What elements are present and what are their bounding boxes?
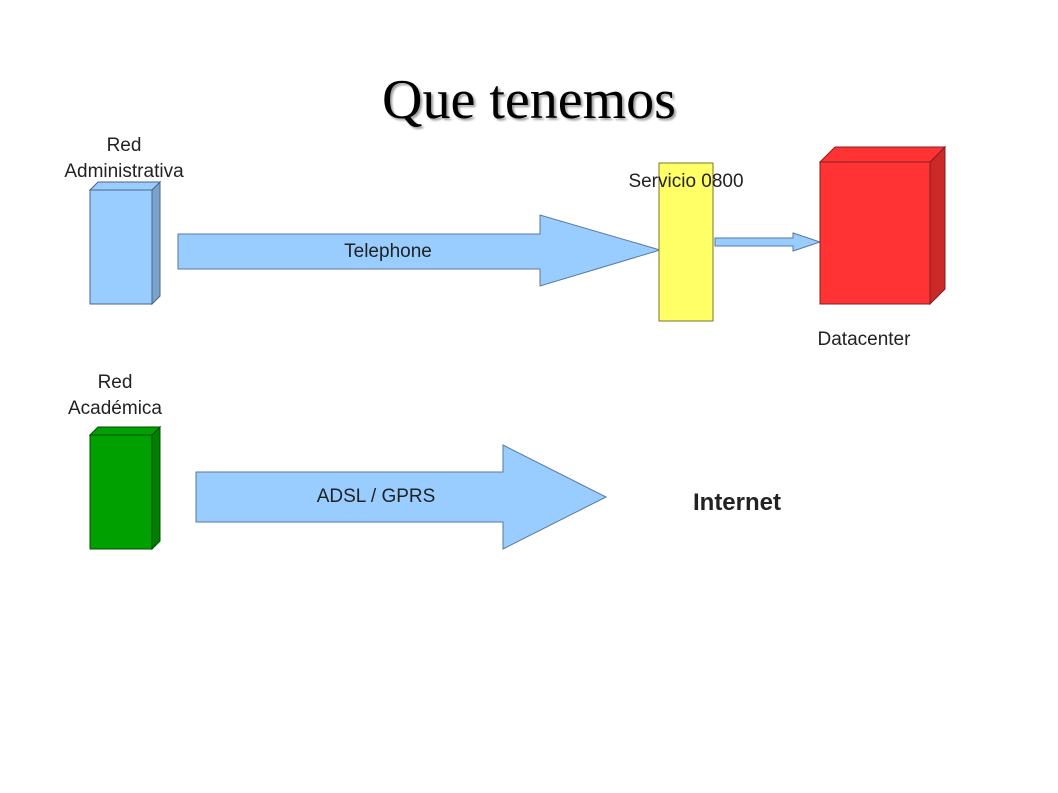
datacenter-side-face <box>929 145 946 306</box>
internet-label: Internet <box>693 489 781 516</box>
datacenter-link-arrow <box>714 232 822 252</box>
telephone-arrow <box>177 214 662 287</box>
red-academica-front-face <box>89 434 153 550</box>
datacenter-label: Datacenter <box>818 329 912 350</box>
red-academica-label-line2: Académica <box>68 398 162 419</box>
datacenter-box <box>818 145 947 306</box>
red-administrativa-label-line1: Red <box>107 135 142 156</box>
red-administrativa-front-face <box>89 189 153 305</box>
red-academica-side-face <box>151 425 161 551</box>
servicio-0800-box <box>658 162 714 322</box>
red-administrativa-box <box>88 180 162 306</box>
adsl-gprs-arrow-label: ADSL / GPRS <box>317 486 436 507</box>
red-administrativa-label-line2: Administrativa <box>64 161 184 182</box>
red-administrativa-top-face <box>88 181 162 191</box>
telephone-arrow-label: Telephone <box>344 241 432 262</box>
red-academica-box <box>88 425 162 551</box>
adsl-gprs-arrow <box>195 444 608 550</box>
red-academica-top-face <box>88 426 162 436</box>
datacenter-front-face <box>819 161 931 305</box>
servicio-0800-label: Servicio 0800 <box>628 171 743 192</box>
slide-title: Que tenemos <box>382 69 676 131</box>
datacenter-top-face <box>818 146 947 163</box>
red-administrativa-side-face <box>151 180 161 306</box>
red-academica-label-line1: Red <box>98 372 133 393</box>
